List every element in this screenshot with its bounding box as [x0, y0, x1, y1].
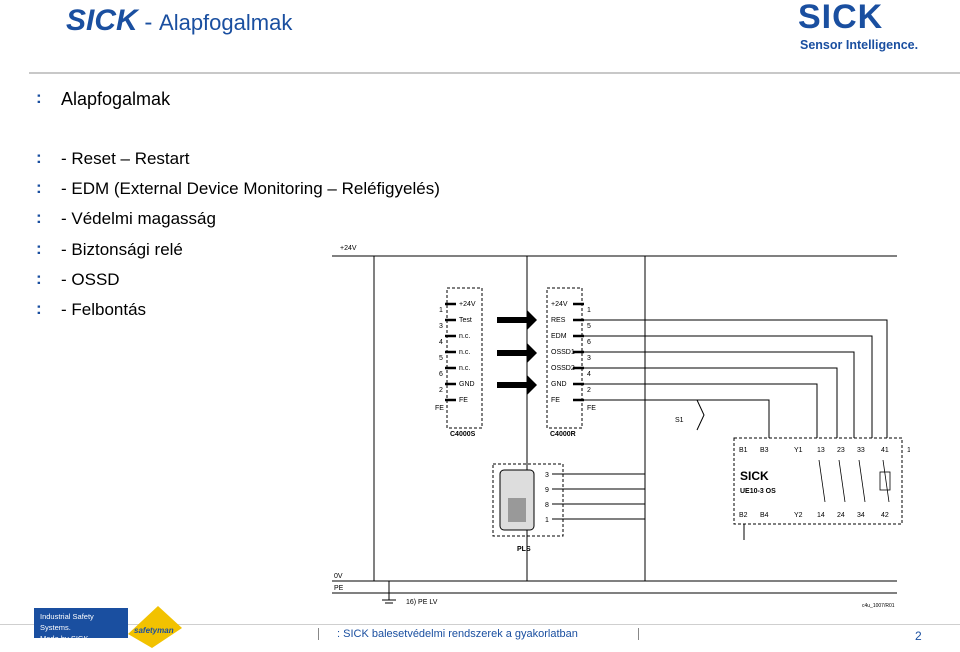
relay-terminal: 14	[817, 512, 825, 519]
ground-note: 16) PE LV	[406, 599, 438, 606]
relay-note: 1)	[907, 447, 910, 454]
receiver-fe-label: FE	[587, 405, 596, 412]
section-heading: Alapfogalmak	[61, 89, 171, 109]
emitter-signal: FE	[459, 397, 468, 404]
safety-logo-text: safetyman	[134, 626, 174, 635]
emitter-signal: n.c.	[459, 349, 470, 356]
relay-terminal: 24	[837, 512, 845, 519]
receiver-signal: RES	[551, 317, 566, 324]
page-number: 2	[915, 629, 922, 643]
emitter-signal: n.c.	[459, 365, 470, 372]
safetyman-logo: safetyman	[128, 606, 182, 648]
diagram-ref: c4u_1007/R01	[862, 603, 895, 609]
footer-separator	[318, 628, 319, 640]
sick-logo: SICK Sensor Intelligence.	[798, 0, 938, 54]
relay-terminal: B1	[739, 447, 748, 454]
footer-text: : SICK balesetvédelmi rendszerek a gyako…	[337, 628, 578, 640]
receiver-pin: 4	[587, 371, 591, 378]
list-item: - OSSD	[61, 270, 120, 289]
bullet-marker: :	[36, 299, 42, 318]
receiver-signal: GND	[551, 381, 567, 388]
emitter-pin: 1	[439, 307, 443, 314]
safety-relay	[733, 437, 903, 525]
relay-brand: SICK	[740, 469, 769, 483]
receiver-pin: 6	[587, 339, 591, 346]
footer-divider	[0, 624, 960, 625]
receiver-pin: 2	[587, 387, 591, 394]
emitter-signal: n.c.	[459, 333, 470, 340]
pls-pin: 9	[545, 487, 549, 494]
bullet-marker: :	[36, 88, 42, 107]
receiver-signal: OSSD1	[551, 349, 575, 356]
emitter-signal: +24V	[459, 301, 476, 308]
badge-line: Industrial Safety Systems.	[40, 612, 94, 632]
receiver-pin: 5	[587, 323, 591, 330]
title-text: Alapfogalmak	[159, 10, 293, 35]
emitter-pin: 4	[439, 339, 443, 346]
bullet-marker: :	[36, 148, 42, 167]
receiver-housing	[546, 287, 583, 429]
relay-terminal: 33	[857, 447, 865, 454]
bullet-marker: :	[36, 208, 42, 227]
emitter-pin: 6	[439, 371, 443, 378]
slide-title: SICK - Alapfogalmak	[66, 4, 292, 38]
relay-terminal: 23	[837, 447, 845, 454]
list-item: - EDM (External Device Monitoring – Relé…	[61, 179, 440, 198]
relay-model: UE10-3 OS	[740, 488, 776, 495]
bullet-marker: :	[36, 239, 42, 258]
bullet-marker: :	[36, 178, 42, 197]
receiver-name: C4000R	[550, 431, 576, 438]
receiver-signal: OSSD2	[551, 365, 575, 372]
list-item: - Védelmi magasság	[61, 209, 216, 228]
logo-word: SICK	[798, 0, 884, 36]
title-brand: SICK	[66, 4, 138, 37]
title-dash: -	[137, 9, 160, 36]
emitter-signal: Test	[459, 317, 472, 324]
emitter-pin: 5	[439, 355, 443, 362]
emitter-signal: GND	[459, 381, 475, 388]
list-item: - Felbontás	[61, 300, 147, 319]
logo-tagline: Sensor Intelligence.	[800, 38, 919, 52]
receiver-pin: 1	[587, 307, 591, 314]
pls-name: PLS	[517, 546, 531, 553]
footer-badge: Industrial Safety Systems. Made by SICK.	[34, 608, 128, 643]
relay-terminal: 42	[881, 512, 889, 519]
rail-0v-label: 0V	[334, 573, 343, 580]
relay-terminal: 34	[857, 512, 865, 519]
receiver-signal: +24V	[551, 301, 568, 308]
switch-label: S1	[675, 417, 684, 424]
receiver-signal: FE	[551, 397, 560, 404]
receiver-pin: 3	[587, 355, 591, 362]
header-divider	[29, 72, 960, 74]
wiring-diagram: +24V 0V PE +24V Test n.c. n.c. n.c. GND …	[332, 245, 910, 609]
footer-separator	[638, 628, 639, 640]
pls-pin: 1	[545, 517, 549, 524]
relay-terminal: 41	[881, 447, 889, 454]
list-item: - Biztonsági relé	[61, 240, 183, 259]
relay-terminal: B2	[739, 512, 748, 519]
list-item: - Reset – Restart	[61, 149, 190, 168]
emitter-pin: 2	[439, 387, 443, 394]
pls-pin: 8	[545, 502, 549, 509]
emitter-fe-label: FE	[435, 405, 444, 412]
arrow-icon	[497, 310, 537, 395]
emitter-housing	[446, 287, 483, 429]
bullet-marker: :	[36, 269, 42, 288]
badge-line: Made by SICK.	[40, 634, 91, 643]
relay-terminal: Y2	[794, 512, 803, 519]
pls-housing	[492, 463, 564, 537]
relay-terminal: Y1	[794, 447, 803, 454]
supply-label: +24V	[340, 245, 357, 252]
pls-pin: 3	[545, 472, 549, 479]
emitter-pin: 3	[439, 323, 443, 330]
rail-pe-label: PE	[334, 585, 344, 592]
relay-terminal: 13	[817, 447, 825, 454]
receiver-signal: EDM	[551, 333, 567, 340]
relay-terminal: B4	[760, 512, 769, 519]
relay-terminal: B3	[760, 447, 769, 454]
emitter-name: C4000S	[450, 431, 476, 438]
